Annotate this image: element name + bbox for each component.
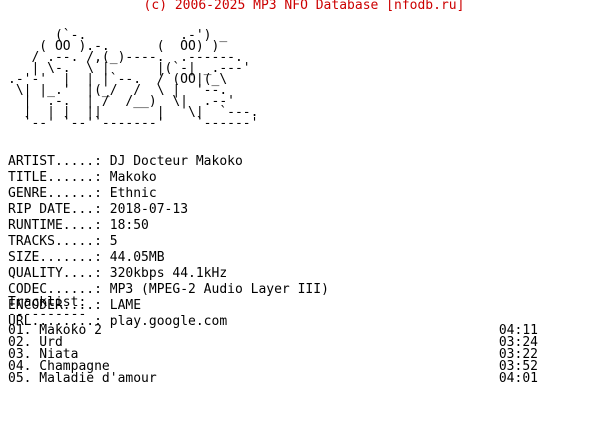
info-row-title: TITLE......: Makoko (8, 170, 329, 186)
info-value: LAME (109, 298, 142, 313)
track-title: 04. Champagne (8, 359, 110, 374)
info-value: Makoko (109, 170, 157, 185)
tracklist-rule: ---------- (8, 307, 87, 322)
track-title: 05. Maladie d'amour (8, 371, 157, 386)
info-label: RUNTIME....: (8, 218, 102, 233)
ascii-logo: (`-. .-') _ ( OO ).-. ( OO) ) / .--. /,(… (8, 28, 259, 131)
track-time: 04:11 (498, 323, 538, 338)
info-label: CODEC......: (8, 282, 102, 297)
info-value: DJ Docteur Makoko (109, 154, 243, 169)
info-value: play.google.com (109, 314, 228, 329)
info-row-artist: ARTIST.....: DJ Docteur Makoko (8, 154, 329, 170)
info-label: QUALITY....: (8, 266, 102, 281)
logo-line: ( OO ).-. ( OO) ) (8, 39, 220, 54)
logo-line: / .--. /,(_)----. .------. (8, 50, 243, 65)
info-row-encoder: ENCODER....: LAME (8, 298, 329, 314)
logo-line: .-'-' | | |`--. / (OO|(_\ (8, 72, 228, 87)
track-row: 02. Urd 03:24 (8, 335, 538, 350)
info-label: ENCODER....: (8, 298, 102, 313)
info-value: Ethnic (109, 186, 157, 201)
track-title: 03. Niata (8, 347, 79, 362)
track-time: 03:24 (498, 335, 538, 350)
info-label: RIP DATE...: (8, 202, 102, 217)
track-row: 05. Maladie d'amour 04:01 (8, 371, 538, 386)
info-row-size: SIZE.......: 44.05MB (8, 250, 329, 266)
track-title: 02. Urd (8, 335, 63, 350)
info-label: TITLE......: (8, 170, 102, 185)
logo-line: | \-. \ | |(`-| _.---' (8, 61, 251, 76)
info-label: GENRE......: (8, 186, 102, 201)
release-info: ARTIST.....: DJ Docteur Makoko TITLE....… (8, 154, 329, 330)
info-value: 44.05MB (109, 250, 165, 265)
track-time: 04:01 (498, 371, 538, 386)
info-row-quality: QUALITY....: 320kbps 44.1kHz (8, 266, 329, 282)
info-label: ARTIST.....: (8, 154, 102, 169)
track-title: 01. Makoko 2 (8, 323, 102, 338)
info-label: URL........: (8, 314, 102, 329)
logo-line: \| |_.' |(_/ / \ | '--. (8, 83, 228, 98)
logo-line: | | | || | \| `---. (8, 105, 259, 120)
info-label: TRACKS.....: (8, 234, 102, 249)
info-value: MP3 (MPEG-2 Audio Layer III) (109, 282, 329, 297)
info-row-tracks: TRACKS.....: 5 (8, 234, 329, 250)
logo-line: (`-. .-') _ (8, 28, 228, 43)
logo-line: | .-. | / /__) \| .--' (8, 94, 235, 109)
info-row-rip-date: RIP DATE...: 2018-07-13 (8, 202, 329, 218)
track-time: 03:52 (498, 359, 538, 374)
info-row-runtime: RUNTIME....: 18:50 (8, 218, 329, 234)
track-row: 01. Makoko 2 04:11 (8, 323, 538, 338)
site-header: (c) 2006-2025 MP3 NFO Database [nfodb.ru… (143, 0, 465, 13)
info-label: SIZE.......: (8, 250, 102, 265)
info-row-url: URL........: play.google.com (8, 314, 329, 330)
info-value: 5 (109, 234, 118, 249)
logo-line: `--' `--'`-------' `------' (8, 116, 259, 131)
info-value: 2018-07-13 (109, 202, 189, 217)
track-row: 04. Champagne 03:52 (8, 359, 538, 374)
tracklist-title: Tracklist: (8, 295, 87, 310)
info-value: 18:50 (109, 218, 149, 233)
track-time: 03:22 (498, 347, 538, 362)
info-row-genre: GENRE......: Ethnic (8, 186, 329, 202)
info-row-codec: CODEC......: MP3 (MPEG-2 Audio Layer III… (8, 282, 329, 298)
info-value: 320kbps 44.1kHz (109, 266, 228, 281)
track-row: 03. Niata 03:22 (8, 347, 538, 362)
